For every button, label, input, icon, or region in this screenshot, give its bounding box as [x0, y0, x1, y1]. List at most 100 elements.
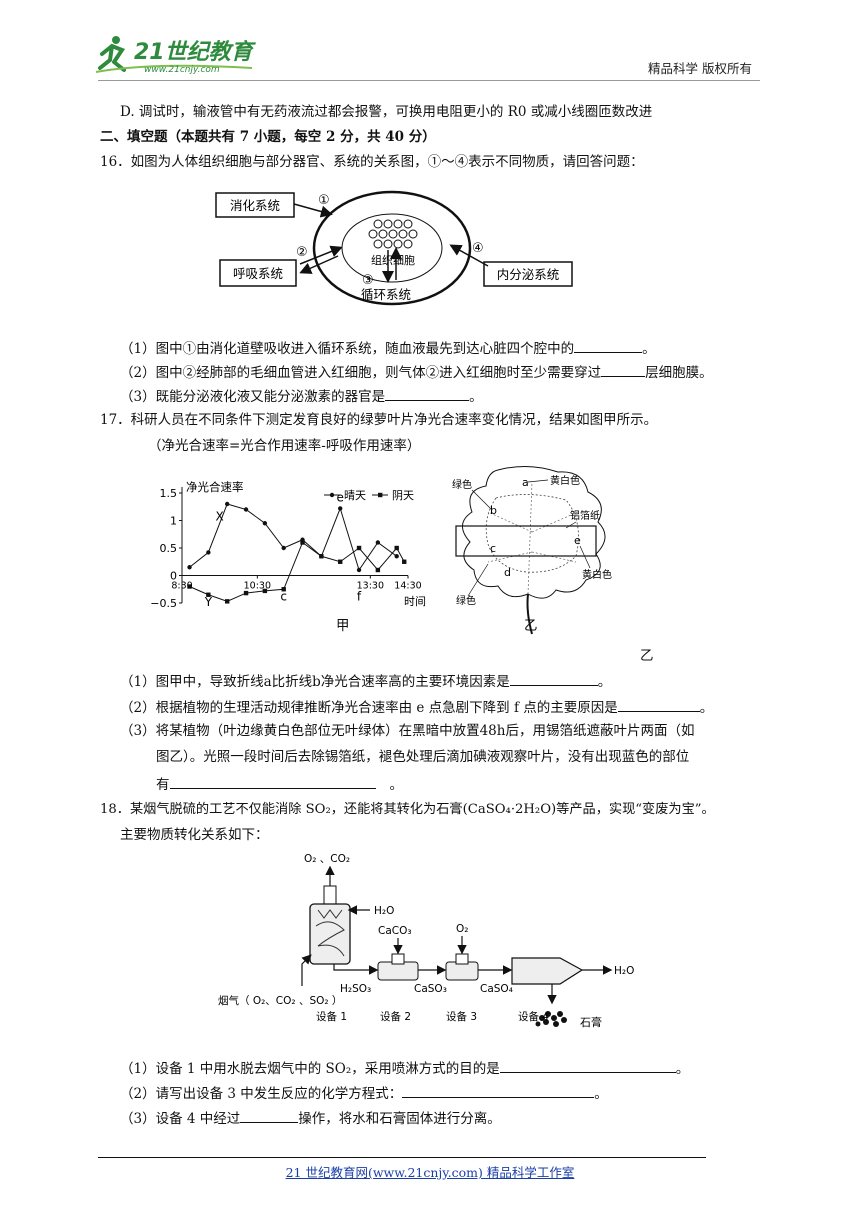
- arrow-4: [449, 244, 489, 267]
- device2-inlet: [391, 953, 405, 965]
- data-point: [187, 584, 192, 589]
- foil-strip: [455, 525, 597, 557]
- data-point: [187, 565, 192, 570]
- logo-runner-head-icon: [112, 36, 120, 44]
- q17-formula: （净光合速率=光合作用速率-呼吸作用速率）: [148, 438, 421, 454]
- label-o2: O₂: [456, 923, 468, 935]
- respiratory-box: [219, 259, 297, 287]
- q16-1: （1）图中①由消化道壁吸收进入循环系统，随血液最先到达心脏四个腔中的。: [120, 338, 656, 358]
- device2: [377, 961, 419, 981]
- device3-inlet: [455, 953, 469, 965]
- leader-green-top: [471, 489, 493, 511]
- answer-blank-16-2[interactable]: [601, 362, 646, 377]
- label-yellow-top: 黄白色: [550, 474, 580, 487]
- legend-marker-cloudy: [378, 492, 383, 498]
- point-b: b: [490, 504, 497, 517]
- label-dev2: 设备 2: [380, 1010, 411, 1023]
- label-n4: ④: [472, 241, 484, 256]
- respiratory-label: 呼吸系统: [233, 266, 283, 281]
- label-caco3: CaCO₃: [378, 925, 412, 937]
- data-point: [262, 588, 268, 594]
- answer-blank-17-1[interactable]: [509, 671, 598, 686]
- point-d: d: [504, 566, 511, 579]
- data-point: [394, 554, 399, 559]
- section-title: 二、填空题（本题共有 7 小题，每空 2 分，共 40 分）: [100, 129, 436, 145]
- label-gypsum: 石膏: [580, 1015, 602, 1029]
- label-h2o-out: H₂O: [614, 965, 634, 977]
- circulatory-label: 循环系统: [361, 287, 411, 302]
- flue-gas-line: [301, 954, 312, 986]
- label-yellow-right: 黄白色: [582, 568, 612, 581]
- option-d: D. 调试时，输液管中有无药液流过都会报警，可换用电阻更小的 R0 或减小线圈匝…: [120, 104, 653, 120]
- answer-blank-17-3[interactable]: [169, 774, 376, 789]
- answer-blank-18-3[interactable]: [240, 1108, 299, 1123]
- digestive-label: 消化系统: [230, 198, 280, 213]
- footer-link[interactable]: 21 世纪教育网(www.21cnjy.com) 精品科学工作室: [285, 1165, 575, 1180]
- q17-2: （2）根据植物的生理活动规律推断净光合速率由 e 点急剧下降到 f 点的主要原因…: [120, 697, 713, 717]
- x-tick-label: 13:30: [357, 581, 384, 592]
- x-axis-label: 时间: [404, 595, 426, 608]
- data-point: [243, 590, 249, 596]
- label-dev4: 设备 4: [518, 1010, 549, 1023]
- label-n2: ②: [296, 245, 308, 260]
- q18-2: （2）请写出设备 3 中发生反应的化学方程式：。: [120, 1083, 608, 1103]
- q18-3: （3）设备 4 中经过操作，将水和石膏固体进行分离。: [120, 1108, 501, 1128]
- data-point: [225, 599, 230, 604]
- y-tick-label: 1.5: [160, 487, 178, 500]
- q17-3b: 图乙）。光照一段时间后去除锡箔纸，褪色处理后滴加碘液观察叶片，没有出现蓝色的部位: [156, 749, 690, 765]
- annotation-f: f: [357, 589, 362, 603]
- label-green-top: 绿色: [452, 478, 472, 491]
- body-system-diagram: 消化系统 呼吸系统 内分泌系统 组织细胞 循环系统 ① ② ④ ③: [215, 190, 573, 306]
- device4: [511, 957, 584, 985]
- label-water-in: H₂O: [374, 905, 394, 917]
- data-point: [356, 545, 362, 551]
- pipe-1-2: [333, 964, 379, 975]
- logo-url: www.21cnjy.com: [144, 65, 220, 75]
- series-line-sunny: [189, 503, 397, 572]
- endocrine-box: [483, 261, 573, 287]
- data-point: [319, 554, 324, 559]
- answer-blank-18-1[interactable]: [499, 1058, 676, 1073]
- label-caso4: CaSO₄: [480, 983, 513, 995]
- footer-divider: [98, 1157, 706, 1158]
- device1-chimney: [323, 885, 337, 907]
- data-point: [262, 521, 268, 526]
- q18-stem: 18．某烟气脱硫的工艺不仅能消除 SO₂，还能将其转化为石膏(CaSO₄·2H₂…: [100, 802, 715, 817]
- data-point: [225, 501, 230, 507]
- data-point: [394, 545, 399, 551]
- y-tick-label: 0: [170, 570, 177, 583]
- legend-label-sunny: 晴天: [344, 489, 366, 502]
- answer-blank-16-1[interactable]: [574, 338, 643, 353]
- chart-title: 净光合速率: [186, 480, 244, 494]
- y-tick-label: −0.5: [150, 597, 177, 610]
- leader-yellow-top: [527, 479, 549, 483]
- device1-tower: [309, 903, 351, 965]
- device1-spray-icon: [315, 909, 345, 957]
- x-tick-label: 10:30: [244, 581, 271, 592]
- label-dev1: 设备 1: [316, 1010, 347, 1023]
- leader-foil: [565, 521, 577, 529]
- site-logo[interactable]: 21世纪教育 www.21cnjy.com: [92, 32, 262, 78]
- y-tick-label: 1: [170, 515, 177, 528]
- answer-blank-16-3[interactable]: [385, 386, 470, 401]
- leaf-inner-boundary: [485, 494, 579, 573]
- annotation-c: c: [280, 589, 287, 603]
- q18-stem-2: 主要物质转化关系如下：: [120, 827, 269, 843]
- leader-green-bottom: [467, 563, 489, 597]
- data-point: [338, 559, 343, 564]
- data-point: [356, 567, 362, 573]
- label-n3: ③: [362, 273, 374, 288]
- annotation-X: X: [216, 510, 224, 524]
- leaf-diagram: 绿色 黄白色 铝箔纸 黄白色 绿色 a b c d e: [452, 466, 612, 635]
- data-point: [338, 506, 343, 511]
- answer-blank-18-2[interactable]: [402, 1083, 595, 1098]
- y-tick-label: 0.5: [160, 542, 178, 555]
- label-top-gas: O₂ 、CO₂: [304, 853, 350, 865]
- chart-caption: 甲: [336, 618, 350, 634]
- answer-blank-17-2[interactable]: [617, 697, 700, 712]
- q17-1: （1）图甲中，导致折线a比折线b净光合速率高的主要环境因素是。: [120, 671, 611, 691]
- leaf-veins: [487, 481, 579, 595]
- arrow-2a: [299, 245, 343, 265]
- arrow-2b: [299, 255, 339, 274]
